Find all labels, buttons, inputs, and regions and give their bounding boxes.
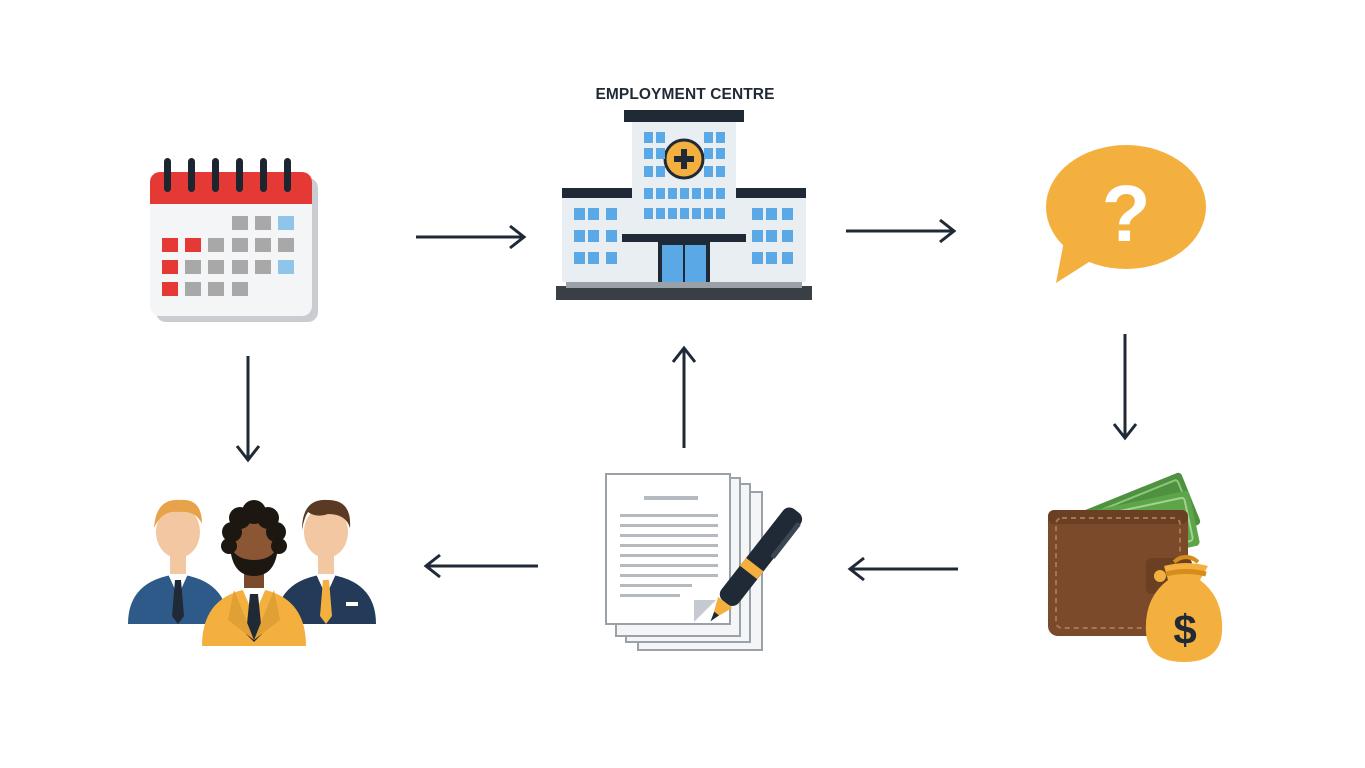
calendar-icon <box>148 158 324 326</box>
arrow-centre-to-question <box>844 218 958 244</box>
arrow-calendar-to-centre <box>414 224 528 250</box>
arrow-documents-to-people <box>422 553 540 579</box>
arrow-wallet-to-documents <box>846 556 960 582</box>
arrow-calendar-to-people <box>235 354 261 464</box>
arrow-documents-to-centre <box>671 344 697 450</box>
signed-documents-icon <box>604 474 800 656</box>
building-label: EMPLOYMENT CENTRE <box>560 86 810 104</box>
svg-text:$: $ <box>1173 606 1196 653</box>
wallet-money-bag-icon: $ <box>1046 470 1226 666</box>
arrow-question-to-wallet <box>1112 332 1138 442</box>
group-of-people-icon <box>126 496 378 652</box>
svg-text:?: ? <box>1102 169 1151 258</box>
question-speech-bubble-icon: ? <box>1046 145 1208 287</box>
building-icon <box>556 108 814 304</box>
